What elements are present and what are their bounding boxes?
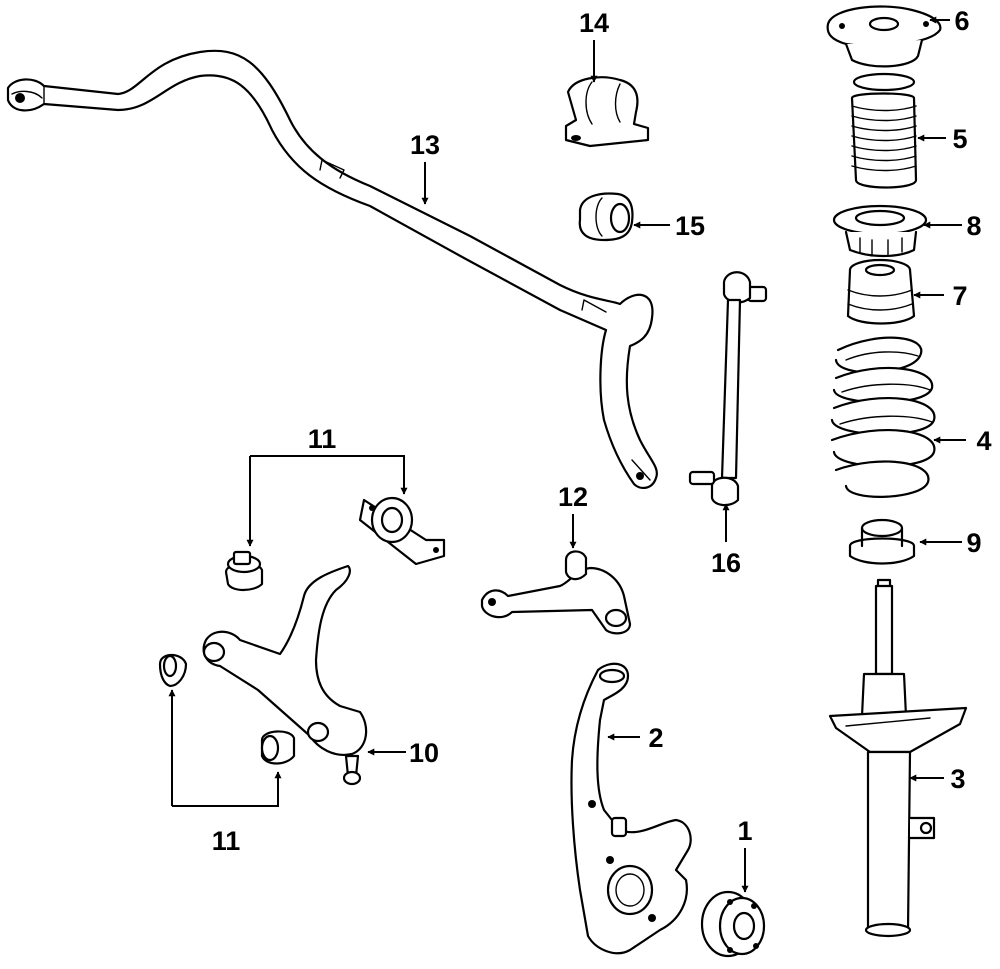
callout-11-top: 11 [308, 424, 337, 454]
lower-arm-bushing-rear [358, 496, 446, 566]
strut-upper-mount [826, 5, 942, 68]
callout-9: 9 [966, 528, 981, 558]
callout-13: 13 [410, 130, 440, 160]
lower-arm-bushing-lower [260, 730, 296, 765]
wheel-hub [700, 890, 766, 958]
strut-assembly [828, 578, 968, 938]
callout-6: 6 [954, 6, 969, 36]
lower-arm-bushing-front [224, 550, 264, 592]
coil-spring [830, 336, 936, 498]
lower-control-arm [202, 564, 368, 786]
callout-12: 12 [558, 482, 588, 512]
leader-lines [168, 16, 966, 893]
callout-4: 4 [976, 426, 991, 456]
callout-7: 7 [952, 281, 967, 311]
callout-14: 14 [579, 8, 609, 38]
upper-control-arm [480, 550, 632, 635]
callout-1: 1 [737, 816, 752, 846]
lower-spring-seat [848, 518, 916, 565]
stabilizer-bushing [578, 192, 634, 242]
lower-arm-bushing-ring [158, 653, 188, 688]
callout-3: 3 [950, 764, 965, 794]
leader-11-top-a [250, 455, 408, 495]
callout-8: 8 [966, 211, 981, 241]
stabilizer-bar [6, 49, 658, 490]
bump-stop [846, 258, 916, 325]
leader-11-bottom-b [172, 771, 282, 807]
callout-16: 16 [711, 548, 741, 578]
callout-10: 10 [409, 738, 439, 768]
callout-2: 2 [648, 723, 663, 753]
stabilizer-bracket [564, 76, 650, 148]
callout-5: 5 [952, 124, 967, 154]
stabilizer-link [688, 271, 768, 507]
callout-11-bottom: 11 [212, 826, 241, 856]
upper-spring-seat [832, 204, 928, 258]
callout-15: 15 [675, 211, 705, 241]
steering-knuckle [570, 662, 692, 955]
callout-numbers: 14 13 15 6 5 8 7 4 9 3 2 1 10 16 12 11 1… [212, 6, 992, 856]
dust-boot [850, 72, 918, 189]
